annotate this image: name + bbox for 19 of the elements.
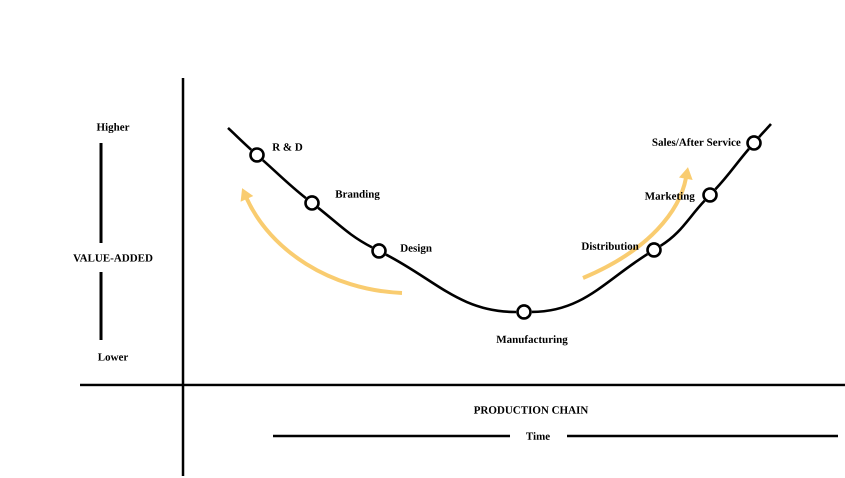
curve-segment <box>758 123 772 138</box>
axis-label: Lower <box>96 351 130 363</box>
curve-segment <box>385 253 516 314</box>
curve-segment <box>660 200 706 247</box>
curve-segment <box>714 148 750 190</box>
stage-label: Distribution <box>582 242 639 250</box>
curve-segment <box>262 159 307 200</box>
axis-label: VALUE-ADDED <box>71 252 155 264</box>
stage-label: R & D <box>272 143 302 151</box>
stage-label: Sales/After Service <box>652 138 741 146</box>
axis-label: Higher <box>94 120 132 136</box>
curve-segment <box>317 206 373 249</box>
stage-label: Manufacturing <box>496 335 568 346</box>
axis-label: PRODUCTION CHAIN <box>472 404 590 416</box>
curve-segment <box>532 253 648 314</box>
curve-segment <box>227 127 252 151</box>
stage-label: Branding <box>335 190 380 200</box>
stage-label: Design <box>400 244 432 254</box>
axis-label: Time <box>524 430 552 442</box>
